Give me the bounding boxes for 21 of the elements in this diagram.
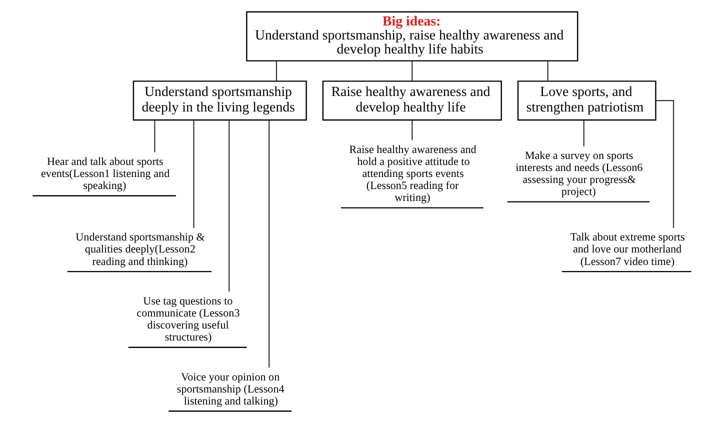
connector <box>412 60 413 82</box>
connector <box>276 60 278 82</box>
connector <box>583 120 584 146</box>
node-text: Hear and talk about sports events(Lesson1 listening and speaking) <box>41 156 170 192</box>
node-text: Use tag questions to communicate (Lesson3 discovering useful structures) <box>136 295 240 344</box>
connector <box>412 120 413 140</box>
connector <box>228 120 230 292</box>
connector <box>656 100 674 228</box>
node-text: Talk about extreme sports and love our motherland (Lesson7 video time) <box>570 232 685 268</box>
node-box: Raise healthy awareness and develop healthy life <box>322 80 502 121</box>
connector <box>154 120 156 152</box>
node-text: Voice your opinion on sportsmanship (Lesson4 listening and talking) <box>176 371 284 408</box>
connector <box>268 120 270 368</box>
node-text: Make a survey on sports interests and needs (Lesson6 assessing your progress& project) <box>516 150 643 198</box>
node-text: Understand sportsmanship & qualities deeply(Lesson2 reading and thinking) <box>76 232 205 268</box>
node-box: Love sports, and strengthen patriotism <box>517 80 656 121</box>
node-text: Raise healthy awareness and hold a positive attitude to attending sports events (Lesson5 reading for writing) <box>349 144 476 204</box>
connector <box>547 60 548 82</box>
node-box: Big ideas: Understand sportsmanship, raise healthy awareness and develop healthy life habits <box>246 11 578 62</box>
node-box: Understand sportsmanship deeply in the living legends <box>132 80 307 121</box>
connector <box>193 120 194 228</box>
